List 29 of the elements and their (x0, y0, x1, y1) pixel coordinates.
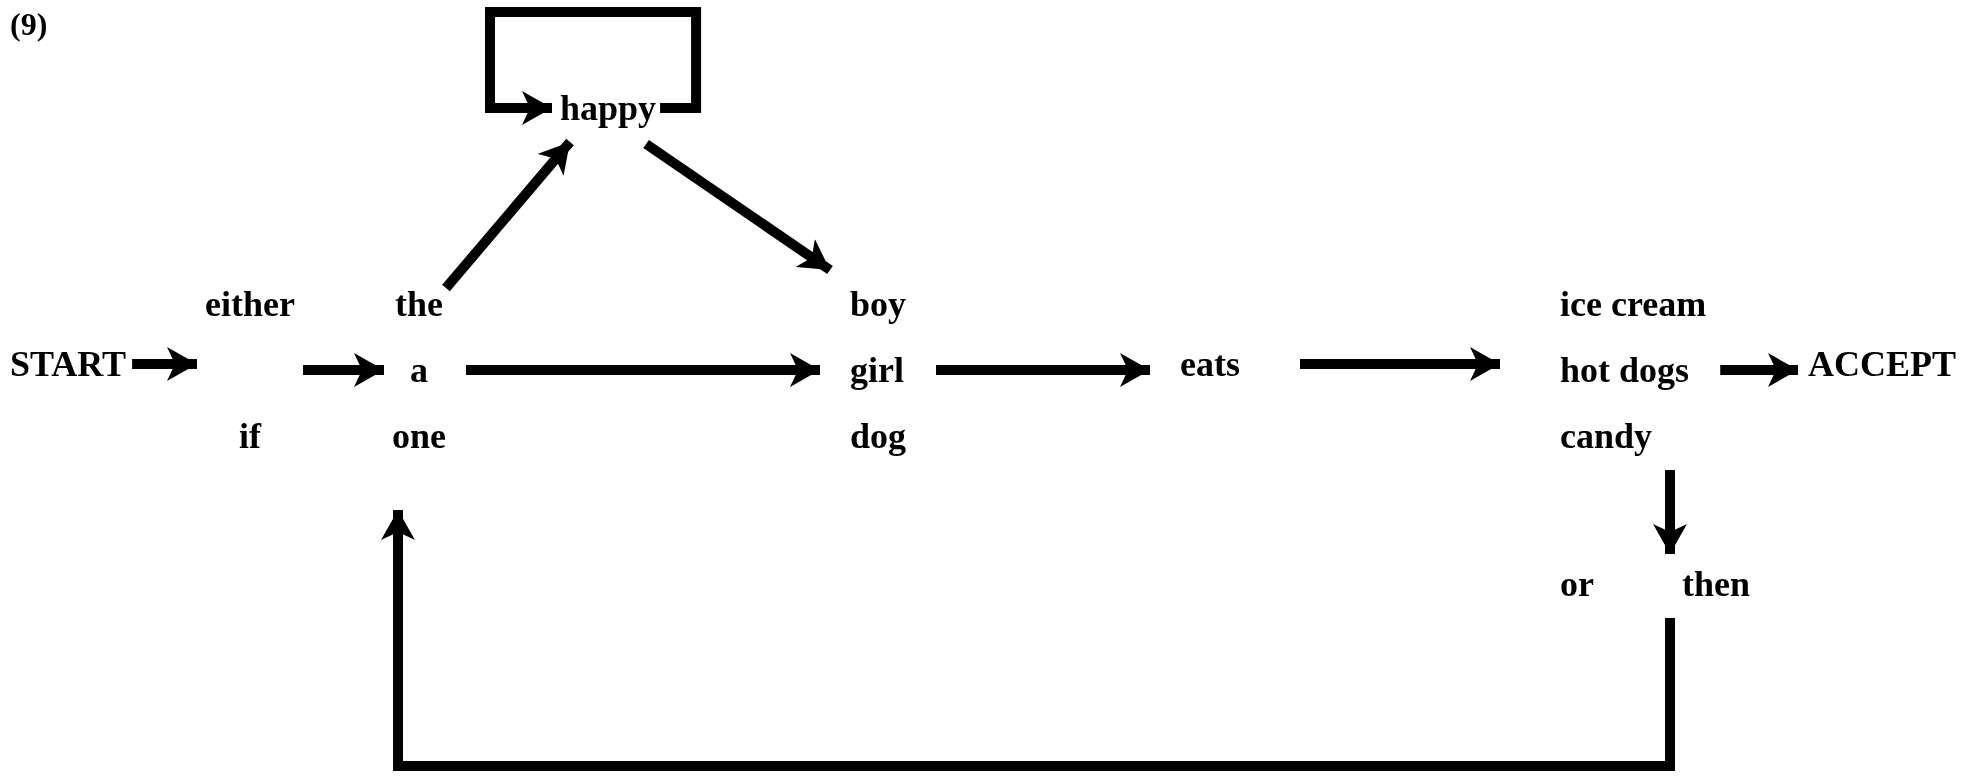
arrow (302, 353, 384, 387)
word: either (205, 283, 295, 326)
word: ACCEPT (1808, 343, 1956, 386)
word: girl (850, 349, 904, 392)
word: the (395, 283, 443, 326)
arrow (1720, 353, 1798, 387)
word: START (10, 343, 127, 386)
arrow (381, 510, 1675, 771)
figure-number: (9) (10, 8, 48, 40)
word: a (410, 349, 428, 392)
word: then (1682, 563, 1750, 606)
arrow (132, 347, 197, 381)
arrow (643, 139, 833, 275)
word: one (392, 415, 446, 458)
word: if (238, 415, 261, 458)
arrow (936, 353, 1150, 387)
word: or (1560, 563, 1594, 606)
word: candy (1560, 415, 1653, 458)
word: hot dogs (1560, 349, 1690, 392)
word: boy (850, 283, 907, 326)
arrow (466, 353, 820, 387)
arrow (1653, 470, 1687, 554)
word: dog (850, 415, 907, 458)
arrow (1300, 347, 1500, 381)
arrow (485, 7, 702, 125)
word: ice cream (1560, 283, 1707, 326)
arrow (442, 138, 574, 292)
word: happy (560, 87, 657, 130)
word: eats (1180, 343, 1240, 386)
